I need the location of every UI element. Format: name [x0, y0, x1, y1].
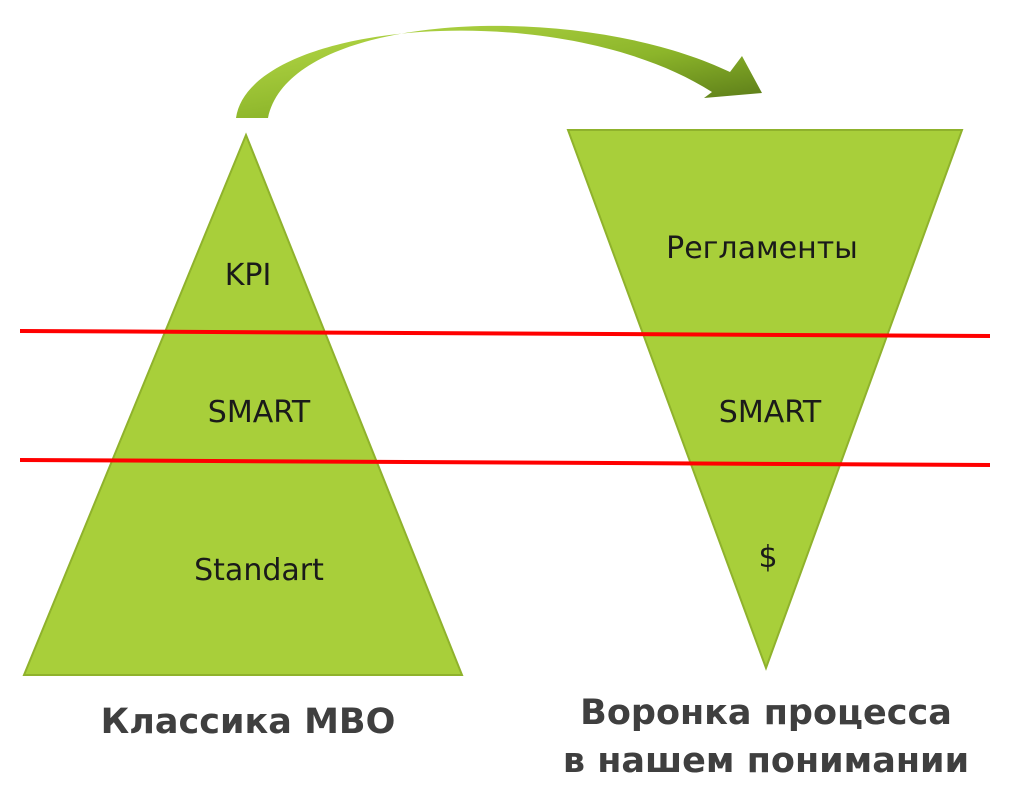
funnel: Регламенты SMART $: [566, 129, 964, 671]
funnel-level-smart: SMART: [719, 395, 822, 430]
pyramid: KPI SMART Standart: [22, 132, 464, 676]
funnel-caption-line1: Воронка процесса: [580, 693, 952, 733]
funnel-level-dollar: $: [758, 540, 777, 575]
funnel-shape: [566, 129, 964, 671]
funnel-level-reglamenty: Регламенты: [666, 231, 858, 266]
pyramid-caption: Классика МВО: [101, 702, 396, 742]
divider-line-lower: [19, 458, 991, 467]
pyramid-shape: [22, 132, 464, 676]
funnel-caption-line2: в нашем понимании: [563, 741, 969, 781]
pyramid-level-kpi: KPI: [225, 258, 272, 293]
curved-arrow-icon: [236, 25, 762, 119]
pyramid-level-smart: SMART: [208, 395, 311, 430]
divider-line-upper: [19, 329, 991, 338]
pyramid-level-standart: Standart: [194, 553, 324, 588]
